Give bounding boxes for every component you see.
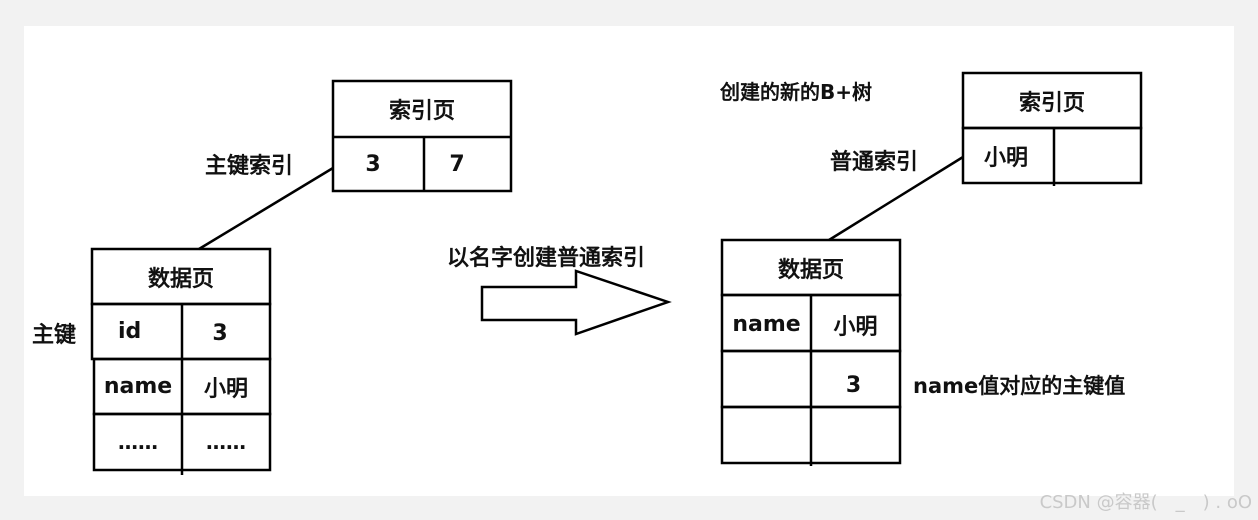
arrow-label: 以名字创建普通索引 — [447, 246, 646, 271]
right-data-cell-empty-3 — [811, 407, 900, 463]
transform-arrow — [480, 269, 672, 336]
left-data-value-id: 3 — [212, 321, 228, 346]
left-data-page-header: 数据页 — [147, 266, 214, 292]
right-data-primary-key-value: 3 — [845, 372, 862, 398]
right-data-field-name: name — [732, 312, 801, 337]
left-data-field-name: name — [103, 374, 173, 399]
right-index-key-1: 小明 — [983, 145, 1028, 171]
diagram-canvas — [24, 26, 1234, 496]
right-index-key-2 — [1054, 128, 1141, 183]
new-tree-label: 创建的新的B+树 — [720, 80, 873, 104]
left-data-field-id: id — [118, 319, 142, 344]
left-index-key-2: 7 — [449, 151, 465, 177]
right-data-cell-empty-2 — [722, 407, 811, 463]
watermark: CSDN @容器( _ ) . oO — [1039, 492, 1252, 513]
left-connector-line — [198, 166, 334, 251]
left-data-ellipsis-2: …… — [206, 430, 246, 454]
primary-index-label: 主键索引 — [205, 154, 294, 179]
right-index-page-header: 索引页 — [1018, 90, 1085, 116]
right-data-cell-empty-1 — [722, 353, 811, 409]
left-index-key-1: 3 — [365, 151, 381, 177]
right-data-value-name: 小明 — [833, 314, 878, 340]
left-index-page-header: 索引页 — [388, 99, 455, 124]
left-data-ellipsis-1: …… — [118, 430, 158, 454]
secondary-index-label: 普通索引 — [830, 150, 919, 175]
right-data-page-header: 数据页 — [777, 257, 844, 283]
left-data-value-name: 小明 — [203, 376, 248, 402]
primary-key-label: 主键 — [32, 323, 77, 348]
pk-value-label: name值对应的主键值 — [913, 374, 1126, 398]
right-connector-line — [828, 155, 964, 242]
